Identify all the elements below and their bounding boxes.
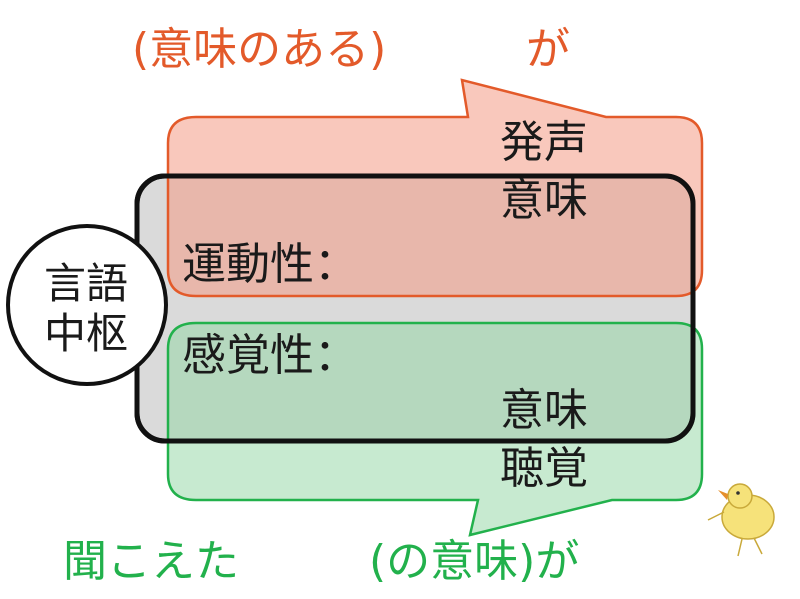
sensory-label: 感覚性：: [182, 330, 358, 381]
bottom-caption-part1: 聞こえた: [63, 536, 239, 587]
red-speech-bubble: [166, 78, 704, 298]
top-caption-part2: が: [526, 24, 570, 75]
language-center-circle: [6, 224, 168, 386]
circle-label-line1: 言語: [44, 259, 129, 308]
bottom-caption-part2: (の意味)が: [369, 536, 580, 587]
circle-label-line2: 中枢: [44, 309, 129, 358]
duck-sketch-icon: [707, 483, 775, 557]
red-bubble-word1: 発声: [500, 117, 588, 168]
top-caption-part1: (意味のある): [132, 24, 387, 75]
green-speech-bubble: [166, 321, 704, 537]
red-bubble-word2: 意味: [500, 175, 588, 226]
green-bubble-word2: 聴覚: [500, 443, 588, 494]
green-bubble-word1: 意味: [500, 385, 588, 436]
motor-label: 運動性：: [182, 239, 358, 290]
